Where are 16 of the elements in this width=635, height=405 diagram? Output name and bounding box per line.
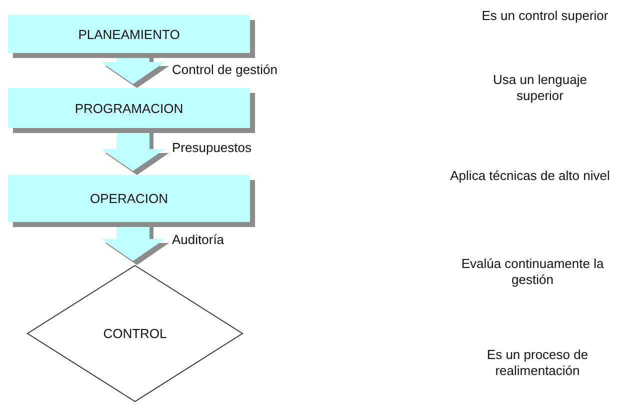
decision-diamond: [27, 265, 243, 402]
note-text: Es un proceso de realimentación: [486, 347, 590, 379]
node-label: PLANEAMIENTO: [78, 26, 180, 42]
node-label: CONTROL: [103, 326, 167, 341]
node-label: PROGRAMACION: [74, 100, 184, 116]
process-box: [8, 175, 250, 222]
note-text: Usa un lenguaje superior: [492, 72, 588, 104]
edge-label: Control de gestión: [172, 62, 279, 78]
node-label: OPERACION: [90, 191, 168, 206]
note-text: Es un control superior: [480, 8, 610, 24]
note-text: Aplica técnicas de alto nivel: [449, 168, 611, 184]
process-box: [8, 88, 250, 128]
note-text: Evalúa continuamente la gestión: [460, 256, 605, 288]
process-box: [8, 15, 250, 53]
edge-label: Presupuestos: [172, 140, 252, 156]
edge-label: Auditoría: [172, 232, 226, 248]
